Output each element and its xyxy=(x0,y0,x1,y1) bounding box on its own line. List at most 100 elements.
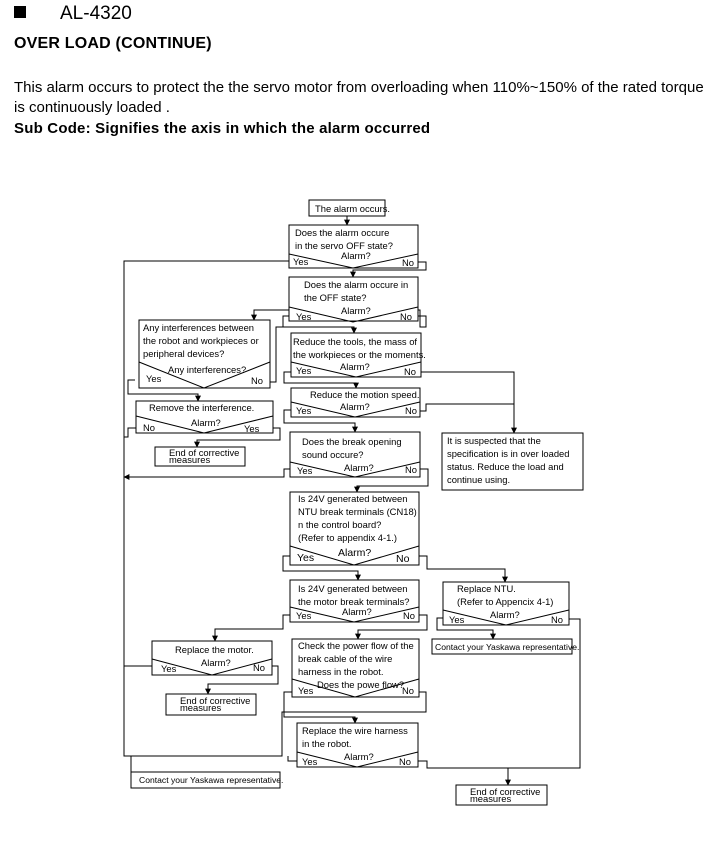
svg-text:in the robot.: in the robot. xyxy=(302,738,352,749)
alarm-code-heading: AL-4320 xyxy=(14,3,132,25)
svg-text:No: No xyxy=(396,553,410,565)
svg-text:NTU break terminals (CN18): NTU break terminals (CN18) xyxy=(298,506,417,517)
svg-text:No: No xyxy=(400,311,412,322)
alarm-title: OVER LOAD (CONTINUE) xyxy=(14,35,212,52)
svg-text:continue using.: continue using. xyxy=(447,474,510,485)
decision-brake-sound: Does the break opening sound occure? Ala… xyxy=(289,431,421,478)
square-bullet-icon xyxy=(14,6,26,18)
svg-text:Yes: Yes xyxy=(293,256,309,267)
svg-text:sound occure?: sound occure? xyxy=(302,449,364,460)
svg-text:Is 24V generated between: Is 24V generated between xyxy=(298,583,407,594)
svg-text:Yes: Yes xyxy=(298,685,314,696)
svg-text:Replace the motor.: Replace the motor. xyxy=(175,644,254,655)
svg-text:Replace NTU.: Replace NTU. xyxy=(457,583,516,594)
svg-text:the motor break terminals?: the motor break terminals? xyxy=(298,596,410,607)
action-replace-ntu: Replace NTU. (Refer to Appencix 4-1) Ala… xyxy=(442,581,570,626)
svg-text:No: No xyxy=(402,257,414,268)
svg-text:Yes: Yes xyxy=(244,423,260,434)
svg-text:status. Reduce the load and: status. Reduce the load and xyxy=(447,461,564,472)
decision-motor-24v: Is 24V generated between the motor break… xyxy=(289,579,420,623)
svg-text:Yes: Yes xyxy=(296,311,312,322)
action-reduce-tools: Reduce the tools, the mass of the workpi… xyxy=(290,332,426,378)
alarm-description: This alarm occurs to protect the the ser… xyxy=(14,79,704,116)
svg-text:Alarm?: Alarm? xyxy=(490,609,520,620)
end-box-bottom: End of corrective measures xyxy=(455,784,548,806)
svg-text:harness in the robot.: harness in the robot. xyxy=(298,666,383,677)
svg-text:Does the powe flow?: Does the powe flow? xyxy=(317,679,404,690)
svg-text:No: No xyxy=(143,422,155,433)
svg-text:break cable of the wire: break cable of the wire xyxy=(298,653,392,664)
svg-text:n the control board?: n the control board? xyxy=(298,519,381,530)
svg-text:No: No xyxy=(403,610,415,621)
svg-text:Any interferences between: Any interferences between xyxy=(143,322,254,333)
svg-text:Yes: Yes xyxy=(161,663,177,674)
svg-text:Contact your Yaskawa represent: Contact your Yaskawa representative. xyxy=(139,775,283,785)
alarm-code: AL-4320 xyxy=(60,3,132,24)
svg-text:No: No xyxy=(551,614,563,625)
svg-text:Yes: Yes xyxy=(296,610,312,621)
decision-interferences: Any interferences between the robot and … xyxy=(138,319,271,389)
svg-text:End of corrective: End of corrective xyxy=(180,695,250,706)
svg-text:Yes: Yes xyxy=(297,552,314,564)
svg-text:Alarm?: Alarm? xyxy=(344,751,374,762)
decision-off-state: Does the alarm occure in the OFF state? … xyxy=(288,276,419,323)
svg-text:(Refer to appendix 4-1.): (Refer to appendix 4-1.) xyxy=(298,532,397,543)
svg-text:the robot and workpieces or: the robot and workpieces or xyxy=(143,335,259,346)
contact-yaskawa-bottom: Contact your Yaskawa representative. xyxy=(130,771,283,789)
contact-yaskawa-right: Contact your Yaskawa representative. xyxy=(431,638,579,655)
svg-text:Does the alarm occure: Does the alarm occure xyxy=(295,227,389,238)
svg-text:Does the break opening: Does the break opening xyxy=(302,436,402,447)
svg-text:the workpieces or the moments.: the workpieces or the moments. xyxy=(293,349,426,360)
svg-text:The alarm occurs.: The alarm occurs. xyxy=(315,203,390,214)
svg-text:in the servo OFF state?: in the servo OFF state? xyxy=(295,240,393,251)
svg-text:measures: measures xyxy=(470,793,511,804)
end-box-middle: End of corrective measures xyxy=(165,693,257,716)
end-box-upper: End of corrective measures xyxy=(154,446,246,467)
svg-text:Remove the interference.: Remove the interference. xyxy=(149,402,254,413)
svg-text:Reduce the motion speed.: Reduce the motion speed. xyxy=(310,389,419,400)
svg-text:measures: measures xyxy=(169,454,210,465)
svg-text:Contact your Yaskawa represent: Contact your Yaskawa representative. xyxy=(435,642,579,652)
svg-text:Alarm?: Alarm? xyxy=(340,401,370,412)
svg-text:measures: measures xyxy=(180,702,221,713)
svg-text:No: No xyxy=(402,685,414,696)
action-replace-harness: Replace the wire harness in the robot. A… xyxy=(296,722,419,768)
svg-text:Does the alarm occure in: Does the alarm occure in xyxy=(304,279,408,290)
svg-text:No: No xyxy=(399,756,411,767)
sub-code-note: Sub Code: Signifies the axis in which th… xyxy=(14,120,431,137)
svg-text:No: No xyxy=(405,464,417,475)
svg-text:the OFF state?: the OFF state? xyxy=(304,292,367,303)
flow-connectors xyxy=(123,216,581,786)
svg-text:(Refer to Appencix 4-1): (Refer to Appencix 4-1) xyxy=(457,596,553,607)
svg-text:Is 24V generated between: Is 24V generated between xyxy=(298,493,407,504)
svg-text:End of corrective: End of corrective xyxy=(169,447,239,458)
svg-text:No: No xyxy=(253,662,265,673)
svg-text:No: No xyxy=(251,375,263,386)
svg-text:Yes: Yes xyxy=(297,465,313,476)
svg-text:Alarm?: Alarm? xyxy=(338,547,371,559)
svg-text:Alarm?: Alarm? xyxy=(340,361,370,372)
svg-text:Alarm?: Alarm? xyxy=(341,305,371,316)
svg-text:It is suspected that the: It is suspected that the xyxy=(447,435,541,446)
svg-text:peripheral devices?: peripheral devices? xyxy=(143,348,224,359)
svg-text:Alarm?: Alarm? xyxy=(342,606,372,617)
decision-check-power: Check the power flow of the break cable … xyxy=(291,638,420,698)
svg-text:Alarm?: Alarm? xyxy=(341,250,371,261)
decision-ntu-24v: Is 24V generated between NTU break termi… xyxy=(289,491,420,566)
svg-text:End of corrective: End of corrective xyxy=(470,786,540,797)
svg-text:Reduce the tools, the mass of: Reduce the tools, the mass of xyxy=(293,336,417,347)
decision-servo-off: Does the alarm occure in the servo OFF s… xyxy=(288,224,419,269)
svg-text:Alarm?: Alarm? xyxy=(344,462,374,473)
svg-text:Any interferences?: Any interferences? xyxy=(168,364,246,375)
svg-text:Alarm?: Alarm? xyxy=(201,657,231,668)
svg-text:Alarm?: Alarm? xyxy=(191,417,221,428)
svg-text:No: No xyxy=(405,405,417,416)
svg-text:Yes: Yes xyxy=(449,614,465,625)
action-replace-motor: Replace the motor. Alarm? Yes No xyxy=(151,640,273,676)
svg-text:Replace the wire harness: Replace the wire harness xyxy=(302,725,408,736)
start-box: The alarm occurs. xyxy=(308,199,390,217)
action-remove-interference: Remove the interference. Alarm? No Yes xyxy=(135,400,274,434)
svg-text:No: No xyxy=(404,366,416,377)
action-reduce-speed: Reduce the motion speed. Alarm? Yes No xyxy=(290,387,421,418)
